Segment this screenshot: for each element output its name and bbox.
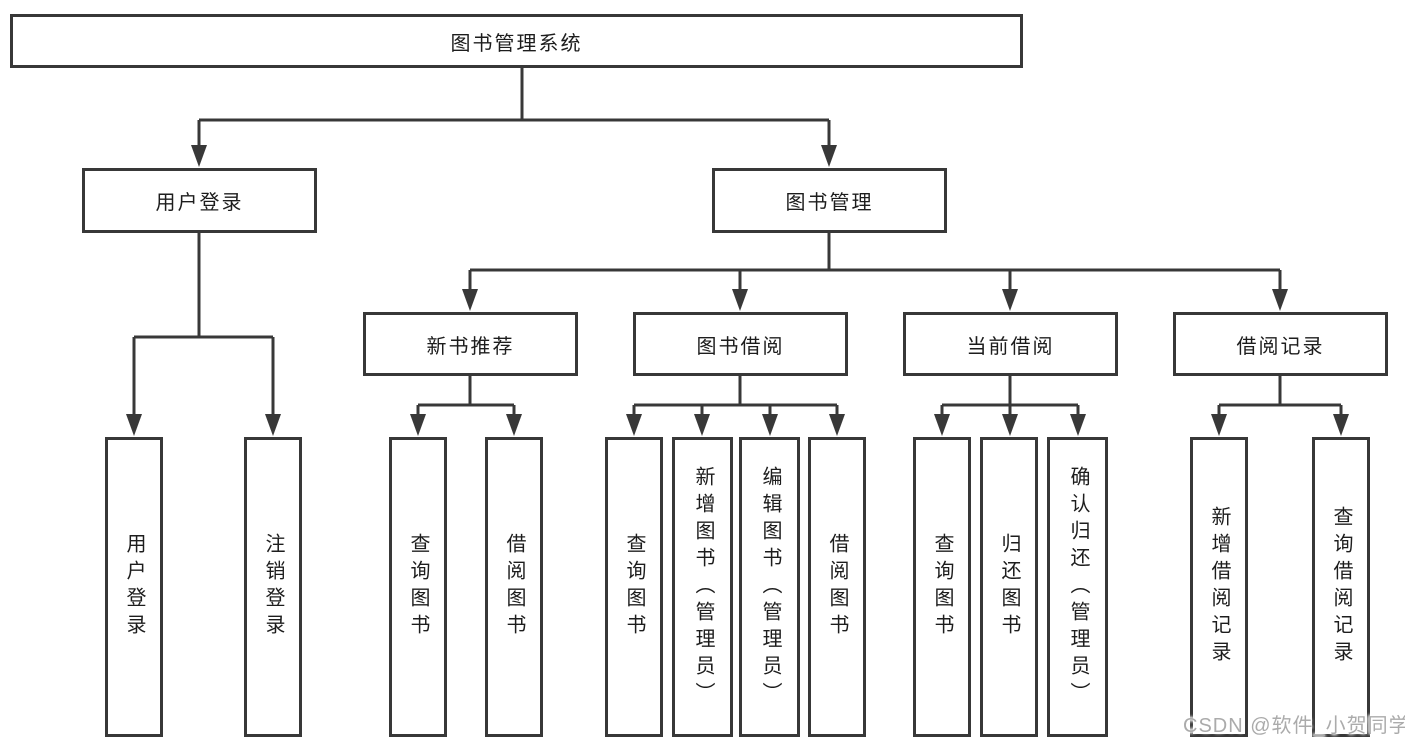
arrowhead-icon — [694, 414, 710, 436]
node-leaf-query-books-recommend: 查询图书 — [389, 437, 447, 737]
node-book-borrow: 图书借阅 — [633, 312, 848, 376]
arrowhead-icon — [1333, 414, 1349, 436]
arrowhead-icon — [1211, 414, 1227, 436]
connector-borrow-records-children — [1211, 376, 1349, 436]
node-leaf-confirm-return-admin: 确认归还（管理员） — [1047, 437, 1108, 737]
node-leaf-add-borrow-record: 新增借阅记录 — [1190, 437, 1248, 737]
node-leaf-borrow-books-recommend: 借阅图书 — [485, 437, 543, 737]
arrowhead-icon — [126, 414, 142, 436]
node-new-book-recommend: 新书推荐 — [363, 312, 578, 376]
node-leaf-query-books-borrow: 查询图书 — [605, 437, 663, 737]
arrowhead-icon — [1070, 414, 1086, 436]
connector-book-borrow-children — [626, 376, 845, 436]
arrowhead-icon — [410, 414, 426, 436]
node-borrow-records: 借阅记录 — [1173, 312, 1388, 376]
node-leaf-query-books-current: 查询图书 — [913, 437, 971, 737]
node-leaf-query-borrow-record: 查询借阅记录 — [1312, 437, 1370, 737]
node-leaf-borrow-books: 借阅图书 — [808, 437, 866, 737]
arrowhead-icon — [821, 145, 837, 167]
node-book-management: 图书管理 — [712, 168, 947, 233]
connector-user-login-children — [126, 233, 281, 436]
node-system-root: 图书管理系统 — [10, 14, 1023, 68]
arrowhead-icon — [1272, 289, 1288, 311]
arrowhead-icon — [462, 289, 478, 311]
arrowhead-icon — [265, 414, 281, 436]
node-leaf-user-login: 用户登录 — [105, 437, 163, 737]
node-leaf-add-books-admin: 新增图书（管理员） — [672, 437, 733, 737]
arrowhead-icon — [762, 414, 778, 436]
node-user-login: 用户登录 — [82, 168, 317, 233]
arrowhead-icon — [506, 414, 522, 436]
connector-book-management-children — [462, 233, 1288, 311]
arrowhead-icon — [934, 414, 950, 436]
arrowhead-icon — [191, 145, 207, 167]
arrowhead-icon — [626, 414, 642, 436]
node-leaf-logout: 注销登录 — [244, 437, 302, 737]
arrowhead-icon — [829, 414, 845, 436]
connector-root-to-level2 — [191, 68, 837, 167]
arrowhead-icon — [732, 289, 748, 311]
arrowhead-icon — [1002, 414, 1018, 436]
arrowhead-icon — [1002, 289, 1018, 311]
csdn-watermark: CSDN @软件_小贺同学 — [1183, 715, 1405, 737]
node-leaf-return-books: 归还图书 — [980, 437, 1038, 737]
connector-new-book-children — [410, 376, 522, 436]
node-current-borrow: 当前借阅 — [903, 312, 1118, 376]
node-leaf-edit-books-admin: 编辑图书（管理员） — [739, 437, 800, 737]
connector-current-borrow-children — [934, 376, 1086, 436]
